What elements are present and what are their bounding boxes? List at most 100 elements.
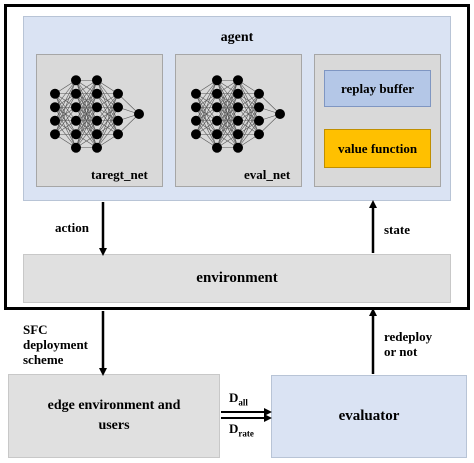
edge-environment-line-1: edge environment and (47, 398, 181, 413)
network-node (212, 88, 222, 99)
network-edge (75, 120, 98, 148)
network-edge (75, 80, 98, 108)
network-node (71, 115, 81, 126)
sfc-label-line-3: scheme (23, 352, 64, 367)
network-edge (216, 93, 239, 148)
network-edge (54, 80, 77, 121)
environment-box: environment (23, 254, 451, 303)
sfc-label-line-2: deployment (23, 337, 88, 352)
sfc-label-line-1: SFC (23, 322, 48, 337)
network-node (92, 102, 102, 113)
network-node (212, 102, 222, 113)
network-edge (195, 80, 218, 121)
network-edge (96, 93, 119, 148)
network-node (212, 115, 222, 126)
action-label: action (55, 220, 89, 235)
network-node (71, 142, 81, 153)
network-node (50, 115, 60, 126)
network-node (92, 88, 102, 99)
network-node (92, 75, 102, 86)
edge-environment-box: edge environment and users (8, 374, 220, 458)
network-node (92, 115, 102, 126)
redeploy-label-line-2: or not (384, 344, 418, 359)
network-edge (195, 80, 218, 135)
network-edge (195, 93, 218, 135)
network-edge (54, 80, 77, 135)
network-node (233, 142, 243, 153)
sfc-label: SFC deployment scheme (23, 322, 88, 367)
network-node (71, 75, 81, 86)
network-node (212, 129, 222, 140)
network-node (191, 129, 201, 140)
network-edge (54, 93, 77, 135)
network-edge (237, 120, 260, 148)
network-edge (195, 107, 218, 135)
network-node (50, 88, 60, 99)
target-net-label: taregt_net (91, 167, 148, 182)
network-edge (75, 80, 98, 121)
d-all-main: D (229, 390, 239, 405)
eval-net-label: eval_net (244, 167, 291, 182)
network-node (50, 102, 60, 113)
network-node (92, 129, 102, 140)
network-node (254, 115, 264, 126)
network-edge (54, 80, 77, 108)
network-node (233, 129, 243, 140)
network-edge (96, 93, 119, 121)
d-rate-label: Drate (229, 421, 254, 439)
edge-environment-line-2: users (98, 418, 130, 433)
network-node (50, 129, 60, 140)
network-node (134, 109, 144, 119)
network-node (233, 75, 243, 86)
network-node (212, 142, 222, 153)
network-node (113, 115, 123, 126)
agent-title: agent (220, 30, 254, 45)
network-node (191, 88, 201, 99)
network-edge (75, 93, 98, 148)
evaluator-box: evaluator (271, 375, 467, 458)
d-rate-sub: rate (238, 428, 254, 439)
network-edge (75, 80, 98, 135)
network-node (113, 102, 123, 113)
network-edge (54, 107, 77, 135)
network-node (275, 109, 285, 119)
network-node (71, 102, 81, 113)
network-edge (216, 80, 239, 108)
redeploy-label-line-1: redeploy (384, 329, 433, 344)
network-edge (216, 80, 239, 135)
network-node (191, 102, 201, 113)
network-node (71, 88, 81, 99)
network-node (233, 102, 243, 113)
network-node (212, 75, 222, 86)
network-node (71, 129, 81, 140)
network-edge (237, 93, 260, 121)
network-node (254, 102, 264, 113)
network-node (254, 129, 264, 140)
network-node (92, 142, 102, 153)
network-edge (237, 107, 260, 148)
network-edge (216, 120, 239, 148)
network-node (254, 88, 264, 99)
network-edge (237, 93, 260, 148)
network-edge (237, 93, 260, 135)
network-edge (216, 107, 239, 148)
network-edge (75, 107, 98, 148)
network-node (113, 88, 123, 99)
d-all-label: Dall (229, 390, 248, 408)
state-label: state (384, 222, 410, 237)
redeploy-label: redeploy or not (384, 329, 432, 359)
network-edge (216, 80, 239, 121)
network-node (233, 115, 243, 126)
d-rate-main: D (229, 421, 239, 436)
value-function-box: value function (324, 129, 431, 168)
replay-buffer-box: replay buffer (324, 70, 431, 107)
network-edge (96, 120, 119, 148)
d-all-sub: all (238, 397, 248, 408)
network-node (191, 115, 201, 126)
network-node (113, 129, 123, 140)
network-edge (96, 107, 119, 148)
network-edge (195, 80, 218, 108)
